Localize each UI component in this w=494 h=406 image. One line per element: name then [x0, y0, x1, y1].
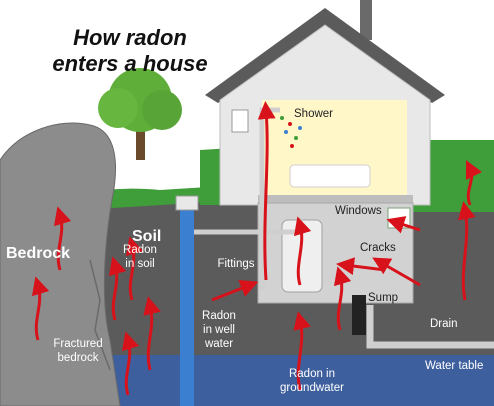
radon-arrow: [465, 159, 483, 206]
radon-arrows: [31, 101, 483, 396]
radon-arrow: [121, 331, 140, 396]
label-groundwater-2: groundwater: [280, 382, 344, 394]
tree-canopy-left: [98, 88, 138, 128]
tree-trunk: [136, 115, 145, 160]
label-windows: Windows: [335, 205, 382, 217]
label-soil: Soil: [132, 228, 162, 245]
radon-arrow: [293, 311, 311, 391]
diagram-title-line1: How radon: [73, 25, 187, 50]
house-floor: [258, 195, 413, 203]
radon-arrow: [143, 296, 161, 371]
label-cracks: Cracks: [360, 242, 396, 254]
radon-arrow: [293, 216, 312, 286]
radon-arrow: [211, 279, 259, 302]
label-well-2: in well: [203, 324, 235, 336]
bathtub: [289, 164, 371, 188]
label-fittings: Fittings: [217, 258, 255, 270]
well-cap: [175, 195, 199, 211]
label-well-3: water: [204, 338, 234, 350]
chimney: [360, 0, 372, 40]
label-water-table: Water table: [425, 360, 484, 372]
label-radon-in-soil-2: in soil: [125, 258, 155, 270]
label-fractured-1: Fractured: [53, 338, 103, 350]
drain-pipe: [366, 305, 494, 349]
shower-spray: [280, 116, 302, 148]
bedrock-fracture: [89, 259, 111, 371]
radon-arrow: [31, 276, 50, 341]
tree-canopy-right: [142, 90, 182, 130]
label-bedrock: Bedrock: [6, 245, 71, 262]
house-window-small: [231, 109, 249, 133]
radon-arrow: [108, 256, 127, 321]
radon-arrow: [386, 216, 421, 234]
label-drain: Drain: [430, 318, 458, 330]
well-pipe: [180, 205, 194, 406]
label-groundwater-1: Radon in: [288, 368, 336, 380]
label-fractured-2: bedrock: [57, 352, 99, 364]
label-well-1: Radon: [202, 310, 236, 322]
radon-arrow: [257, 101, 276, 281]
diagram-title-line2: enters a house: [52, 51, 208, 76]
radon-arrow: [372, 257, 421, 287]
radon-arrow: [457, 201, 476, 301]
sump-pit: [352, 295, 366, 335]
radon-arrow: [125, 236, 144, 301]
label-radon-in-soil-1: Radon: [123, 244, 157, 256]
radon-arrow: [333, 266, 352, 331]
radon-arrow: [53, 206, 72, 271]
label-sump: Sump: [368, 292, 399, 304]
label-shower: Shower: [294, 108, 333, 120]
